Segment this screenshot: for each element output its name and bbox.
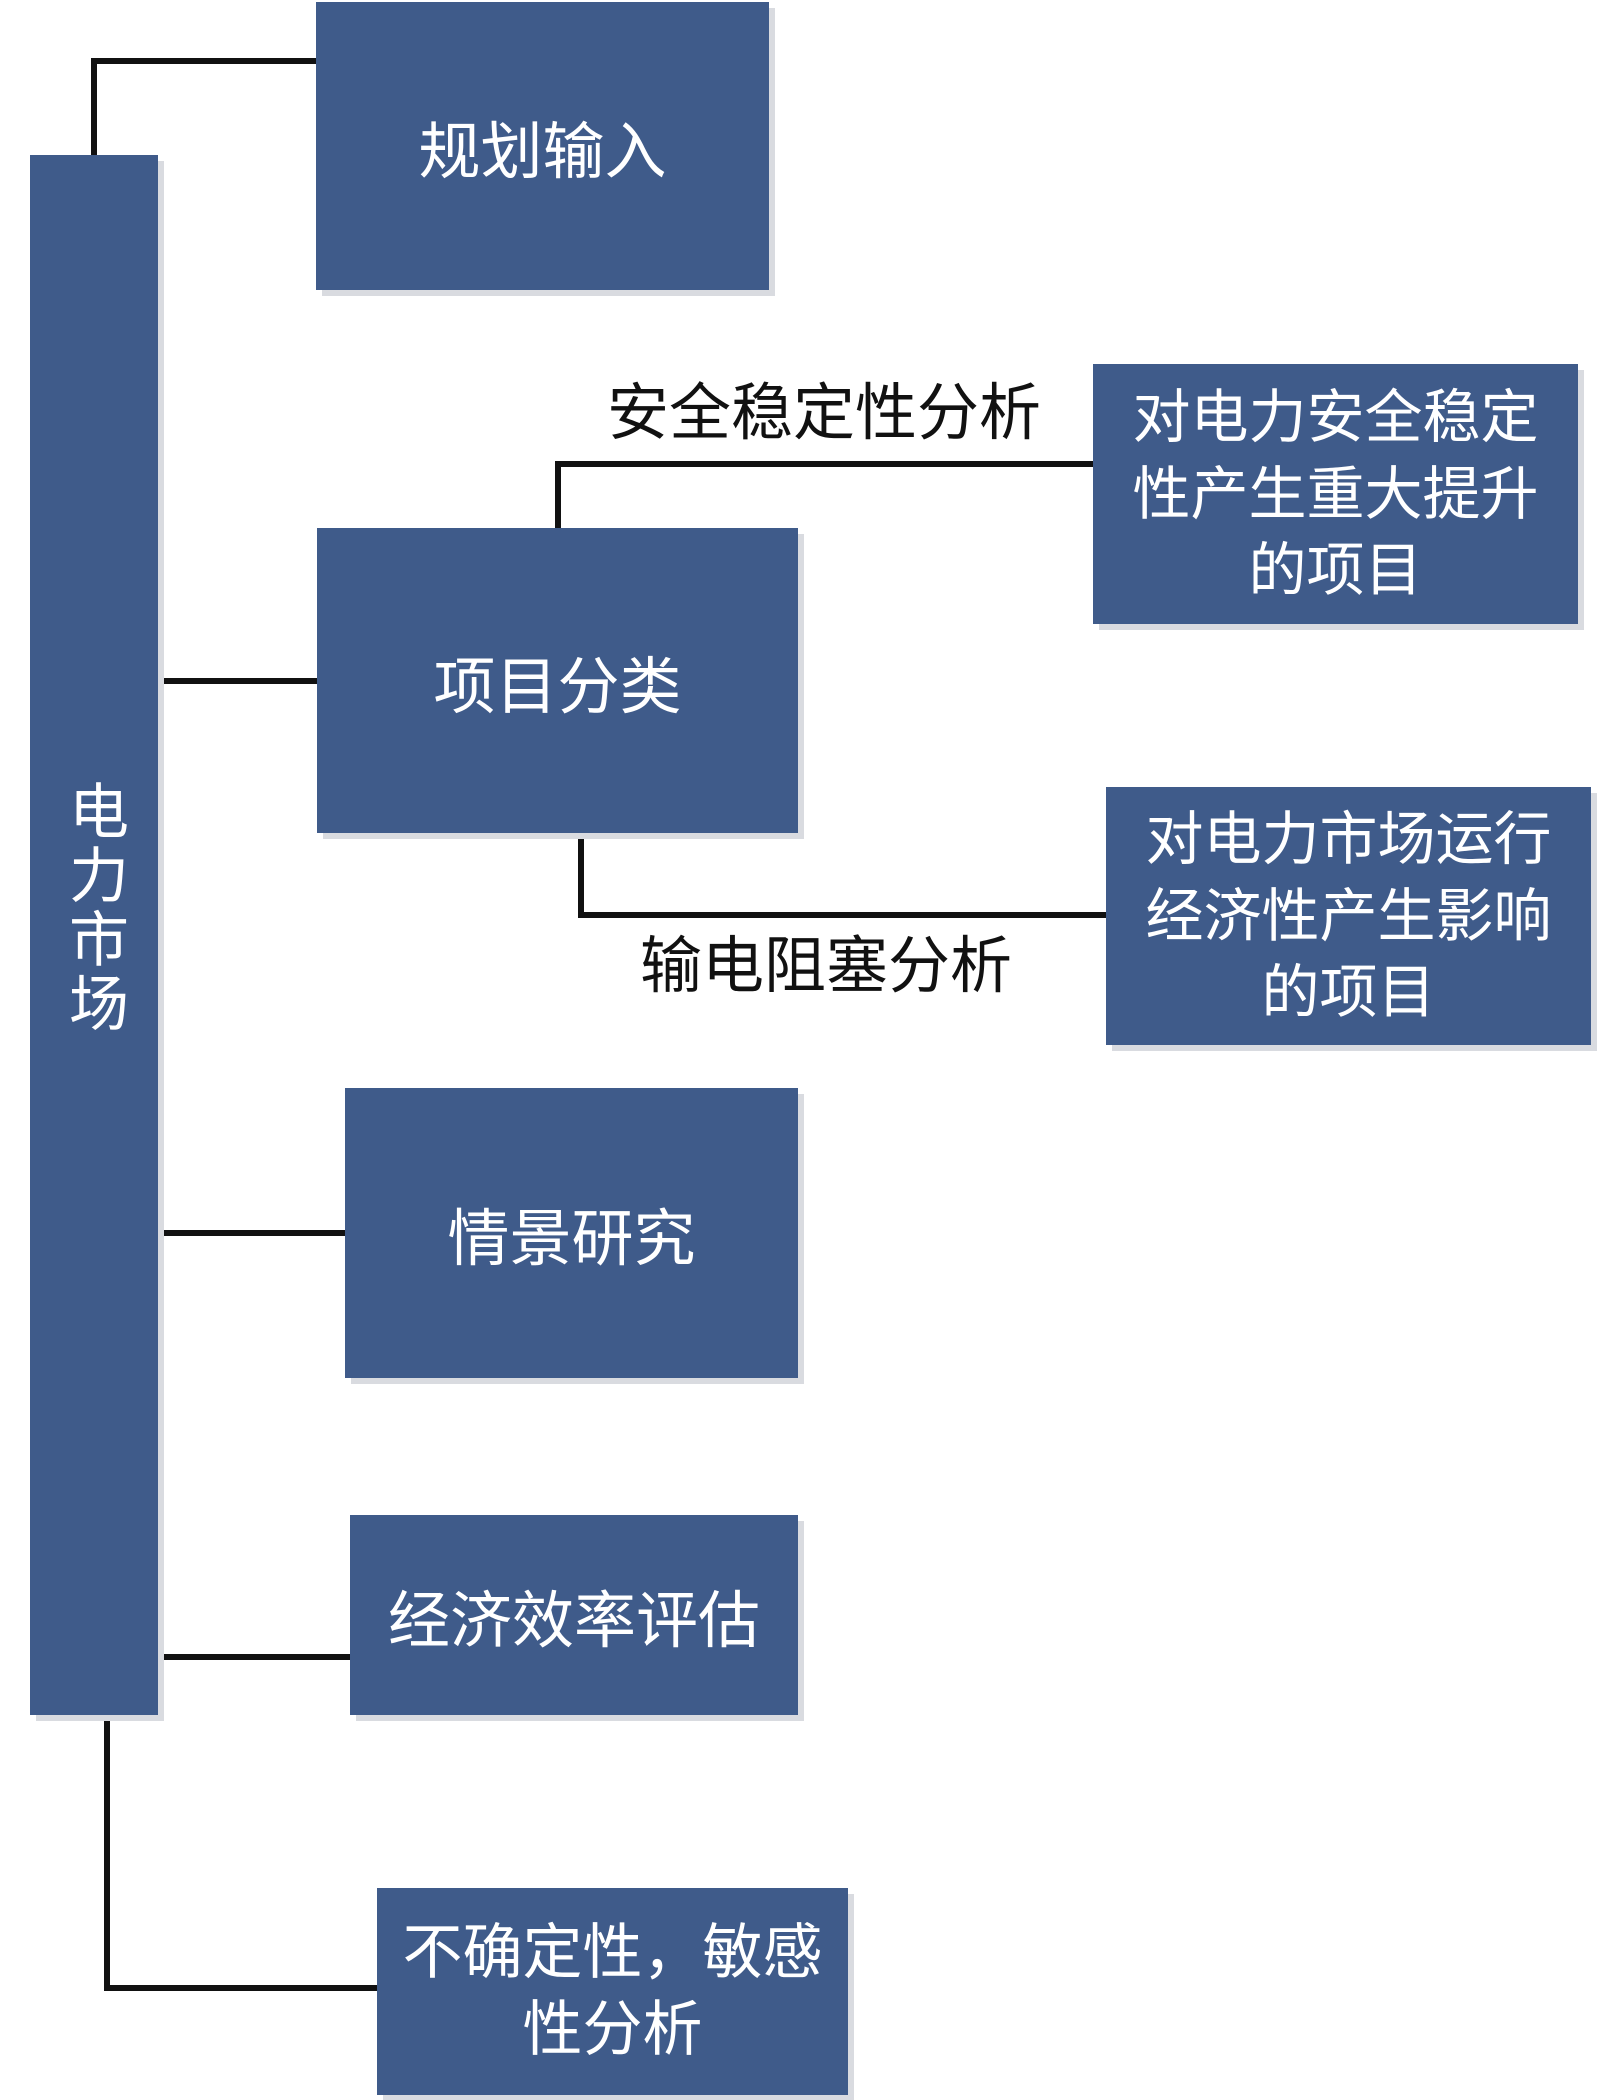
- connector-root-to-planning-horizontal: [91, 58, 319, 64]
- connector-root-to-classification: [158, 678, 320, 684]
- scenario-study-label: 情景研究: [447, 1202, 696, 1275]
- uncertainty-sensitivity-box: 不确定性，敏感 性分析: [377, 1888, 848, 2095]
- connector-root-to-economic: [158, 1654, 353, 1660]
- connector-congestion-horizontal: [578, 912, 1109, 918]
- connector-root-to-scenario: [158, 1230, 348, 1236]
- security-analysis-label: 安全稳定性分析: [607, 376, 1042, 449]
- connector-security-horizontal: [555, 461, 1096, 467]
- economic-efficiency-label: 经济效率评估: [387, 1584, 760, 1657]
- congestion-result-line: 的项目: [1261, 958, 1436, 1027]
- congestion-analysis-label: 输电阻塞分析: [640, 929, 1013, 1002]
- connector-security-vertical: [555, 461, 561, 531]
- congestion-result-line: 经济性产生影响: [1145, 881, 1552, 950]
- security-result-line: 性产生重大提升: [1132, 459, 1539, 528]
- uncertainty-sensitivity-line: 性分析: [522, 1994, 703, 2065]
- project-classification-label: 项目分类: [433, 649, 682, 723]
- security-result-box: 对电力安全稳定 性产生重大提升 的项目: [1093, 364, 1578, 624]
- uncertainty-sensitivity-text: 不确定性，敏感 性分析: [403, 1915, 823, 2069]
- project-classification-box: 项目分类: [317, 528, 798, 833]
- congestion-result-line: 对电力市场运行: [1145, 805, 1552, 874]
- connector-root-to-uncertainty-vertical: [104, 1715, 110, 1991]
- connector-root-to-planning-vertical: [91, 60, 97, 157]
- electricity-market-box: 电力市场: [30, 155, 158, 1715]
- congestion-result-text: 对电力市场运行 经济性产生影响 的项目: [1145, 801, 1551, 1031]
- congestion-result-box: 对电力市场运行 经济性产生影响 的项目: [1106, 787, 1591, 1045]
- scenario-study-box: 情景研究: [345, 1088, 798, 1378]
- connector-root-to-uncertainty-horizontal: [104, 1985, 380, 1991]
- planning-input-box: 规划输入: [316, 2, 769, 290]
- security-result-text: 对电力安全稳定 性产生重大提升 的项目: [1132, 379, 1538, 609]
- economic-efficiency-box: 经济效率评估: [350, 1515, 798, 1715]
- planning-input-label: 规划输入: [418, 115, 667, 188]
- security-result-line: 对电力安全稳定: [1132, 383, 1539, 452]
- electricity-market-label: 电力市场: [58, 780, 129, 1036]
- security-result-line: 的项目: [1248, 536, 1423, 605]
- connector-congestion-vertical: [578, 830, 584, 918]
- uncertainty-sensitivity-line: 不确定性，敏感: [402, 1917, 823, 1988]
